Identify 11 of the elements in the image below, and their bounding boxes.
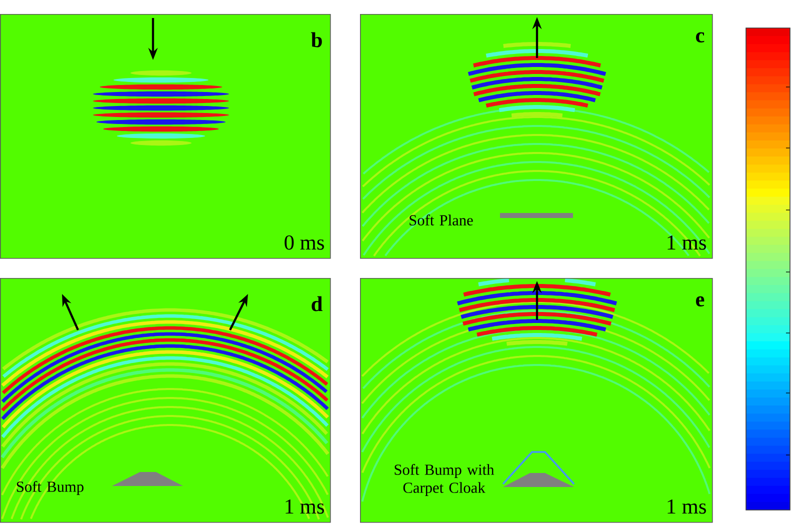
panel-letter: c [696, 32, 704, 42]
panel-letter: e [696, 296, 704, 306]
object-label: Soft Plane [410, 214, 473, 226]
object-label: Soft Bump with Carpet Cloak [394, 464, 494, 496]
time-label: 1 ms [668, 235, 706, 250]
object-label: Soft Bump [16, 480, 84, 496]
time-label: 1 ms [286, 499, 324, 514]
time-label: 1 ms [668, 499, 706, 514]
panel-letter: b [311, 32, 322, 48]
time-label: 0 ms [284, 235, 324, 250]
panel-letter: d [312, 296, 322, 312]
